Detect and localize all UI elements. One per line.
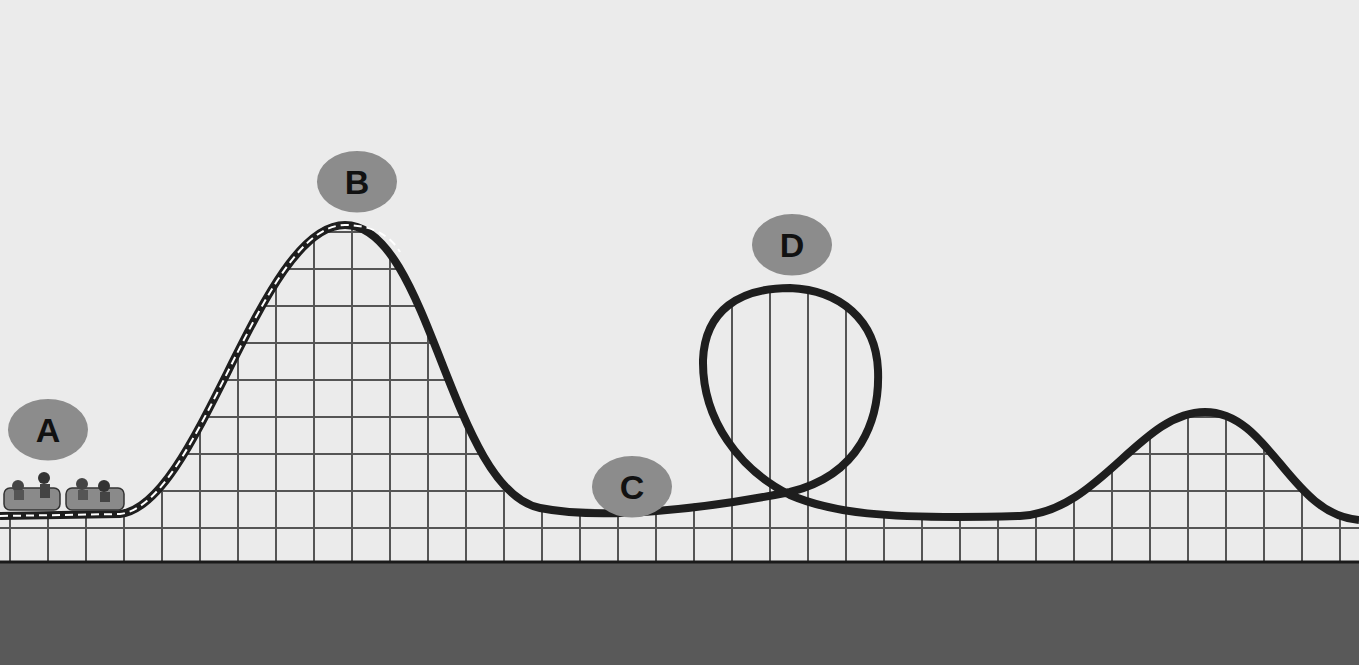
track-dashes — [0, 225, 400, 516]
point-label: C — [592, 456, 672, 518]
point-label: D — [752, 214, 832, 276]
coaster-train — [4, 472, 124, 510]
coaster-track — [0, 225, 1359, 520]
ground — [0, 562, 1359, 665]
scaffold-rail — [0, 527, 1359, 529]
point-letter: A — [36, 413, 61, 447]
point-label: A — [8, 399, 88, 461]
point-letter: D — [780, 228, 805, 262]
point-label: B — [317, 151, 397, 213]
ground-line — [0, 561, 1359, 564]
point-letter: C — [620, 470, 645, 504]
scaffold-grid — [0, 200, 1359, 562]
point-letter: B — [345, 165, 370, 199]
